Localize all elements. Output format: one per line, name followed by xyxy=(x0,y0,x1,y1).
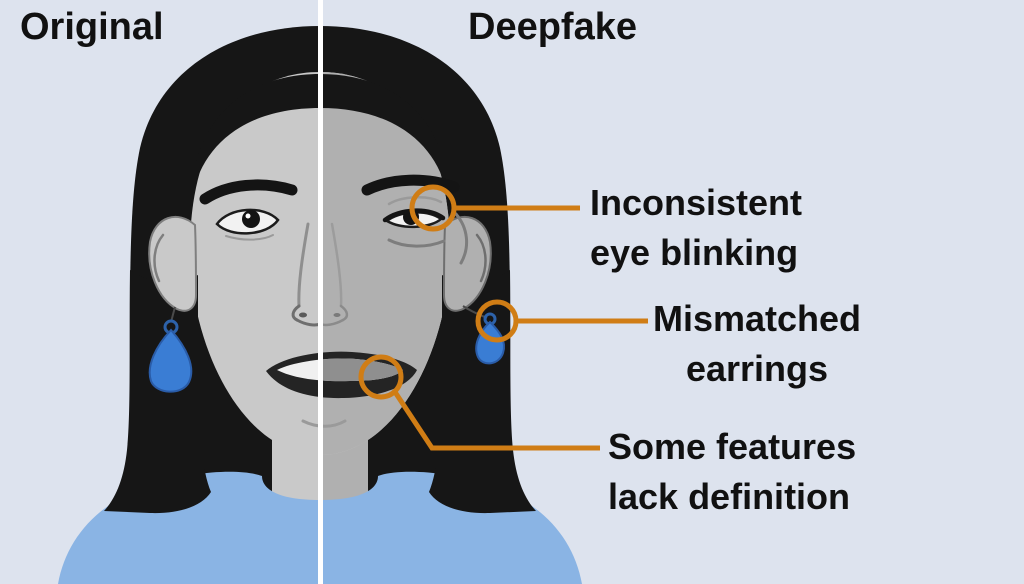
annotation-lack-definition-line1: Some features xyxy=(608,426,857,467)
left-eyebrow xyxy=(199,179,298,205)
label-original: Original xyxy=(20,6,164,48)
nose xyxy=(291,222,349,327)
annotation-eye-blinking-line2: eye blinking xyxy=(590,232,799,274)
hair-strand-left xyxy=(104,270,211,514)
label-deepfake: Deepfake xyxy=(468,6,637,48)
mouth xyxy=(266,351,417,399)
annotation-mismatched-earrings-line1: Mismatched xyxy=(652,298,862,339)
original-earring xyxy=(148,306,193,393)
right-ear xyxy=(442,215,492,312)
eye-open xyxy=(215,208,280,241)
annotation-eye-blinking-line1: Inconsistent xyxy=(590,182,803,223)
right-eyebrow xyxy=(361,174,460,196)
connector-mouth xyxy=(392,390,600,451)
split-line xyxy=(318,0,323,584)
annotation-eye-blinking: Inconsistent eye blinking xyxy=(590,178,802,278)
annotation-lack-definition: Some features lack definition xyxy=(608,422,856,522)
highlight-circle-mouth xyxy=(358,354,404,400)
chin-crease xyxy=(301,419,347,428)
annotation-lack-definition-line2: lack definition xyxy=(608,476,851,518)
hairline xyxy=(190,74,450,210)
hair-strand-right xyxy=(429,270,536,514)
annotation-mismatched-earrings-line2: earrings xyxy=(685,348,829,390)
left-ear xyxy=(148,215,198,312)
annotation-mismatched-earrings: Mismatched earrings xyxy=(652,294,862,394)
